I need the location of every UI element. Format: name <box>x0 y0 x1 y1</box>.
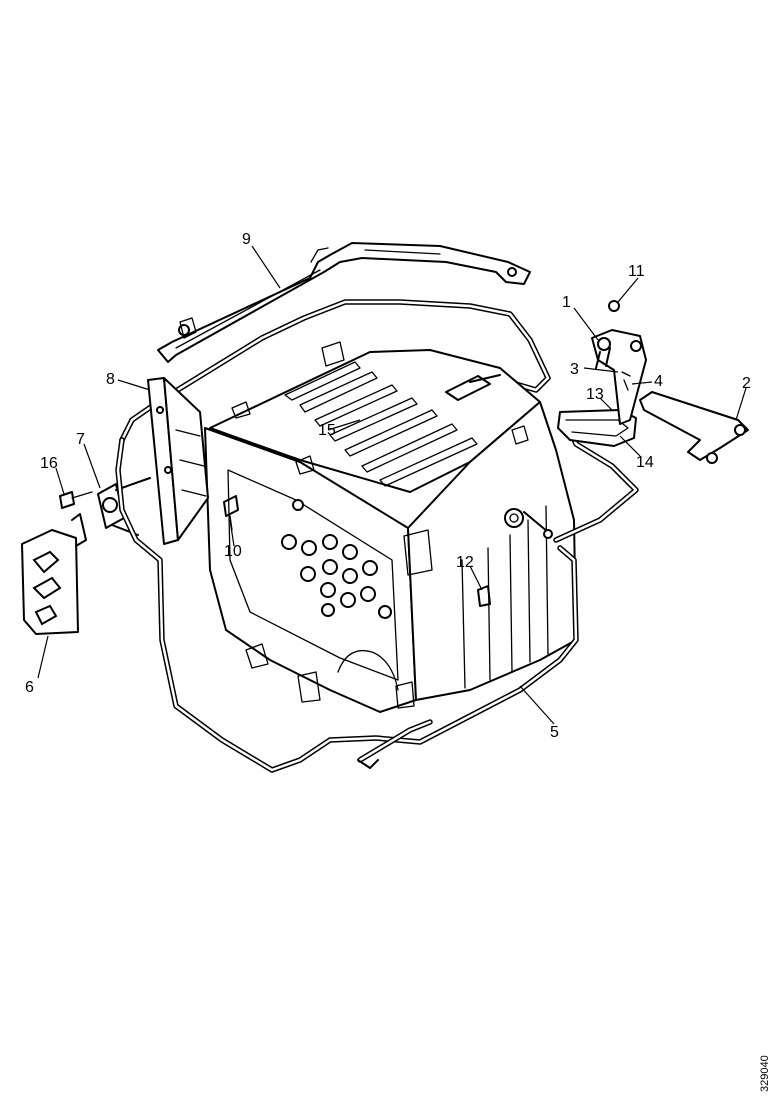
callout-14: 14 <box>636 454 654 471</box>
callout-10: 10 <box>224 543 242 560</box>
main-tank-body <box>204 341 577 713</box>
callout-4: 4 <box>654 373 663 390</box>
hanger-assembly <box>591 300 647 425</box>
reference-number: 329040 <box>759 1055 771 1092</box>
vertical-bracket <box>147 377 209 545</box>
hole-pattern <box>281 499 392 619</box>
clip-part-12 <box>477 585 491 607</box>
callout-11: 11 <box>628 263 645 280</box>
callout-12: 12 <box>456 554 474 571</box>
callout-3: 3 <box>570 361 579 378</box>
callout-9: 9 <box>242 231 251 248</box>
sensor-part-7 <box>97 477 151 536</box>
strap-arm <box>639 391 749 464</box>
callout-labels: 1 2 3 4 5 6 7 8 9 10 11 12 13 14 15 16 <box>25 231 751 741</box>
bent-bracket <box>557 409 637 447</box>
callout-5: 5 <box>550 724 559 741</box>
callout-2: 2 <box>742 375 751 392</box>
nut-part-16 <box>59 491 93 509</box>
callout-7: 7 <box>76 431 85 448</box>
leader-lines <box>37 245 747 725</box>
callout-13: 13 <box>586 386 604 403</box>
callout-15: 15 <box>318 422 336 439</box>
callout-6: 6 <box>25 679 34 696</box>
mounting-strap <box>157 242 531 363</box>
callout-1: 1 <box>562 294 571 311</box>
callout-8: 8 <box>106 371 115 388</box>
protective-plate <box>21 513 87 635</box>
callout-16: 16 <box>40 455 58 472</box>
